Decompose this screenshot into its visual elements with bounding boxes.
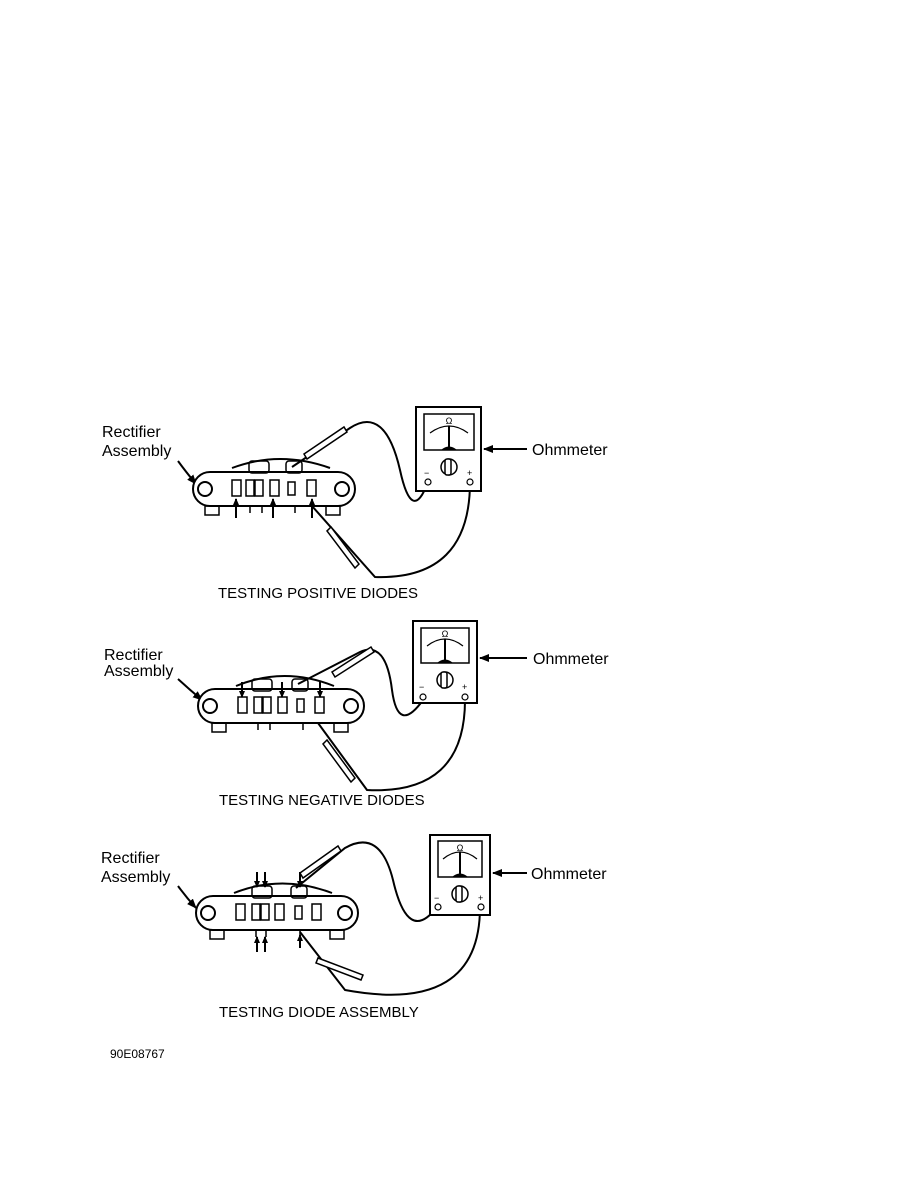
meter-leads bbox=[291, 421, 471, 579]
positive-terminal bbox=[461, 693, 469, 701]
plus-symbol: + bbox=[467, 468, 472, 478]
test-point-arrows bbox=[239, 682, 323, 698]
ohmmeter-label: Ohmmeter bbox=[531, 866, 607, 883]
rectifier-label-line1: Rectifier bbox=[104, 647, 163, 664]
rectifier-label-line2: Assembly bbox=[101, 869, 170, 886]
panel-caption: TESTING DIODE ASSEMBLY bbox=[219, 1004, 419, 1021]
probe-handles bbox=[302, 425, 360, 570]
meter-leads bbox=[295, 841, 481, 996]
negative-terminal bbox=[424, 478, 432, 486]
panel-negative-diodes: Rectifier Assembly bbox=[104, 620, 609, 809]
plus-symbol: + bbox=[462, 682, 467, 692]
ohm-symbol: Ω bbox=[446, 416, 453, 426]
rectifier-assembly bbox=[192, 458, 356, 516]
minus-symbol: − bbox=[424, 468, 429, 478]
rectifier-assembly bbox=[195, 882, 359, 940]
rectifier-label-line1: Rectifier bbox=[102, 424, 161, 441]
test-point-arrows bbox=[254, 872, 303, 952]
rectifier-label-line2: Assembly bbox=[102, 443, 171, 460]
ohmmeter-label: Ohmmeter bbox=[532, 442, 608, 459]
panel-diode-assembly: Rectifier Assembly bbox=[101, 834, 607, 1021]
ohm-symbol: Ω bbox=[457, 843, 464, 853]
ohmmeter: Ω − + bbox=[415, 406, 482, 492]
negative-terminal bbox=[434, 903, 442, 911]
rectifier-label-line2: Assembly bbox=[104, 663, 173, 680]
rectifier-pointer-arrow bbox=[177, 460, 197, 485]
panel-caption: TESTING NEGATIVE DIODES bbox=[219, 792, 425, 809]
probe-handles bbox=[298, 844, 364, 981]
figure-code: 90E08767 bbox=[110, 1047, 165, 1061]
ohmmeter-label: Ohmmeter bbox=[533, 651, 609, 668]
minus-symbol: − bbox=[419, 682, 424, 692]
positive-terminal bbox=[466, 478, 474, 486]
rectifier-pointer-arrow bbox=[177, 885, 197, 909]
ohmmeter: Ω − + bbox=[429, 834, 491, 916]
panel-positive-diodes: Rectifier Assembly bbox=[102, 406, 608, 602]
probe-handles bbox=[322, 645, 376, 784]
panel-caption: TESTING POSITIVE DIODES bbox=[218, 585, 418, 602]
test-point-arrows bbox=[233, 498, 315, 518]
rectifier-pointer-arrow bbox=[177, 678, 203, 701]
positive-terminal bbox=[477, 903, 485, 911]
negative-terminal bbox=[419, 693, 427, 701]
minus-symbol: − bbox=[434, 893, 439, 903]
ohmmeter: Ω − + bbox=[412, 620, 478, 704]
plus-symbol: + bbox=[478, 893, 483, 903]
rectifier-label-line1: Rectifier bbox=[101, 850, 160, 867]
ohm-symbol: Ω bbox=[442, 629, 449, 639]
